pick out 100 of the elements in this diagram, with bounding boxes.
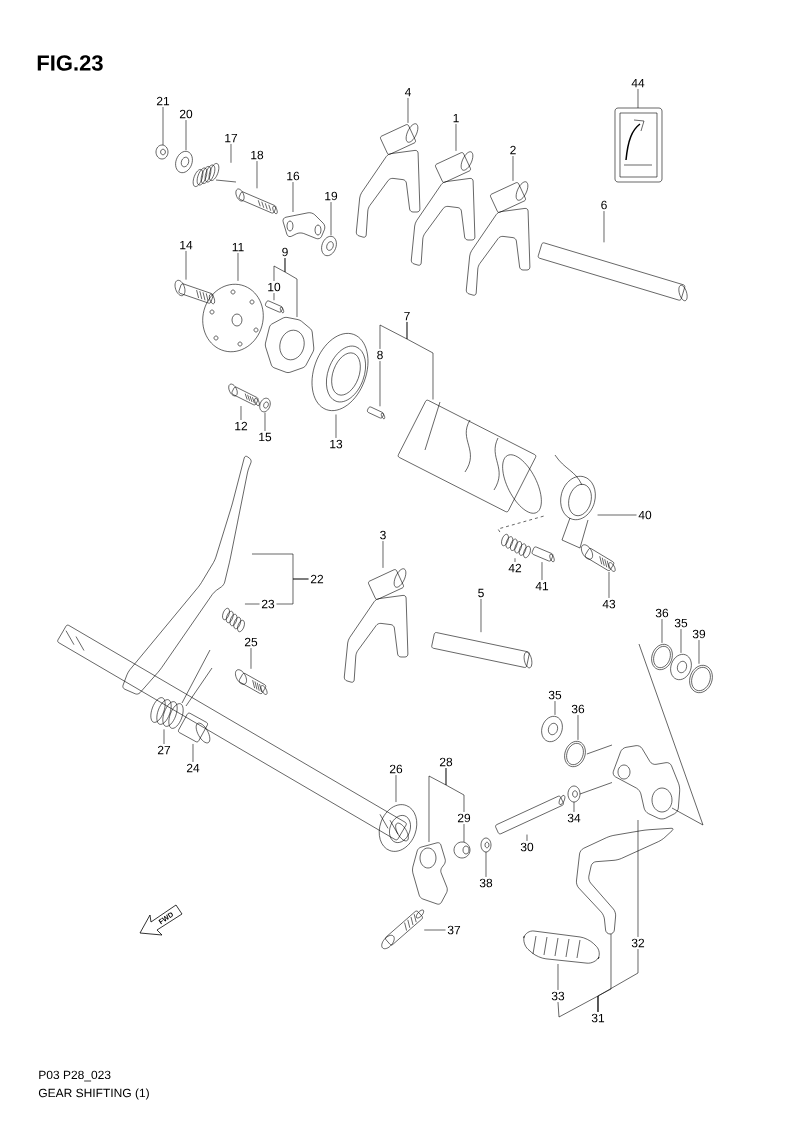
collar: [178, 712, 211, 744]
callout-number: 9: [282, 247, 288, 257]
callout-number: 12: [235, 421, 248, 431]
ring: [689, 665, 713, 693]
leader-line: [185, 250, 187, 280]
shift-fork: [410, 151, 476, 266]
spring: [501, 534, 531, 559]
shift-fork: [465, 181, 531, 296]
leader-line: [230, 143, 232, 164]
leader-line: [335, 414, 337, 439]
callout-number: 21: [156, 96, 170, 106]
callout-number: 8: [377, 350, 383, 360]
spring: [192, 163, 237, 187]
callout-number: 1: [453, 113, 459, 123]
leader-line: [423, 929, 446, 931]
shift-fork: [355, 123, 421, 238]
pedal: [576, 827, 674, 935]
callout-number: 14: [180, 240, 193, 250]
washer: [541, 716, 563, 742]
nut: [567, 785, 581, 803]
callout-number: 13: [330, 439, 343, 449]
label-sticker: [614, 107, 663, 183]
leader-line: [597, 514, 637, 516]
leader-line: [579, 782, 613, 795]
leader-line: [554, 700, 556, 716]
leader-line: [485, 851, 487, 878]
bearing: [311, 333, 369, 411]
bolt: [235, 669, 268, 695]
ring: [564, 741, 586, 767]
callout-number: 20: [179, 109, 193, 119]
leader-line: [512, 155, 514, 182]
leader-line: [284, 257, 298, 318]
callout-number: 34: [567, 813, 581, 823]
callout-number: 38: [479, 878, 493, 888]
leader-line: [463, 823, 465, 843]
leader-line: [455, 123, 457, 152]
leader-line: [586, 744, 613, 755]
footrest: [523, 930, 600, 964]
callout-number: 28: [439, 757, 453, 767]
leader-line: [273, 292, 275, 301]
spring: [222, 608, 245, 633]
ball-joint: [453, 841, 471, 859]
leader-line: [250, 647, 252, 670]
leader-line: [514, 557, 516, 563]
leader-line: [597, 933, 612, 1013]
leader-line: [292, 181, 294, 213]
plate: [202, 283, 264, 353]
cam: [265, 317, 315, 373]
pin: [265, 300, 285, 314]
rod: [495, 795, 566, 835]
callout-number: 33: [551, 991, 565, 1001]
callout-number: 22: [310, 574, 324, 584]
leader-line: [608, 571, 610, 599]
washer: [175, 151, 193, 173]
leader-line: [557, 995, 599, 1018]
leader-line: [407, 97, 409, 124]
oil-seal: [378, 804, 418, 852]
callout-number: 25: [244, 637, 258, 647]
leader-line: [637, 819, 639, 938]
callout-number: 11: [232, 242, 244, 252]
callout-number: 29: [457, 813, 471, 823]
callout-number: 5: [478, 588, 484, 598]
bolt: [581, 544, 616, 572]
leader-line: [573, 801, 575, 813]
callout-number: 31: [591, 1013, 605, 1023]
leader-line: [382, 540, 384, 569]
pin: [367, 406, 386, 420]
shift-fork: [343, 568, 409, 683]
leader-line: [428, 767, 447, 843]
leader-line: [680, 628, 682, 654]
callout-number: 18: [251, 150, 264, 160]
bolt: [235, 188, 278, 215]
spring: [150, 649, 213, 729]
callout-number: 36: [571, 704, 585, 714]
shift-drum: [397, 399, 542, 514]
figure-title: FIG.23: [37, 55, 103, 71]
leader-line: [264, 412, 266, 432]
leader-line: [541, 561, 543, 581]
bolt: [174, 280, 215, 305]
leader-line: [406, 321, 434, 400]
pin: [531, 546, 555, 563]
rod: [537, 242, 688, 302]
leader-line: [237, 252, 239, 282]
bolt: [228, 383, 260, 406]
ring: [651, 644, 673, 670]
callout-number: 35: [548, 690, 562, 700]
leader-line: [379, 360, 381, 407]
rod: [431, 632, 533, 669]
washer: [259, 397, 271, 413]
leader-line: [661, 618, 663, 644]
leader-line: [256, 160, 258, 189]
callout-number: 35: [674, 618, 688, 628]
pivot-arm: [612, 745, 680, 820]
leader-line: [192, 743, 194, 763]
leader-line: [603, 210, 605, 243]
callout-number: 44: [631, 78, 645, 88]
callout-number: 7: [404, 311, 410, 321]
leader-line: [395, 774, 397, 803]
leader-line: [251, 553, 309, 580]
stopper: [554, 454, 596, 549]
